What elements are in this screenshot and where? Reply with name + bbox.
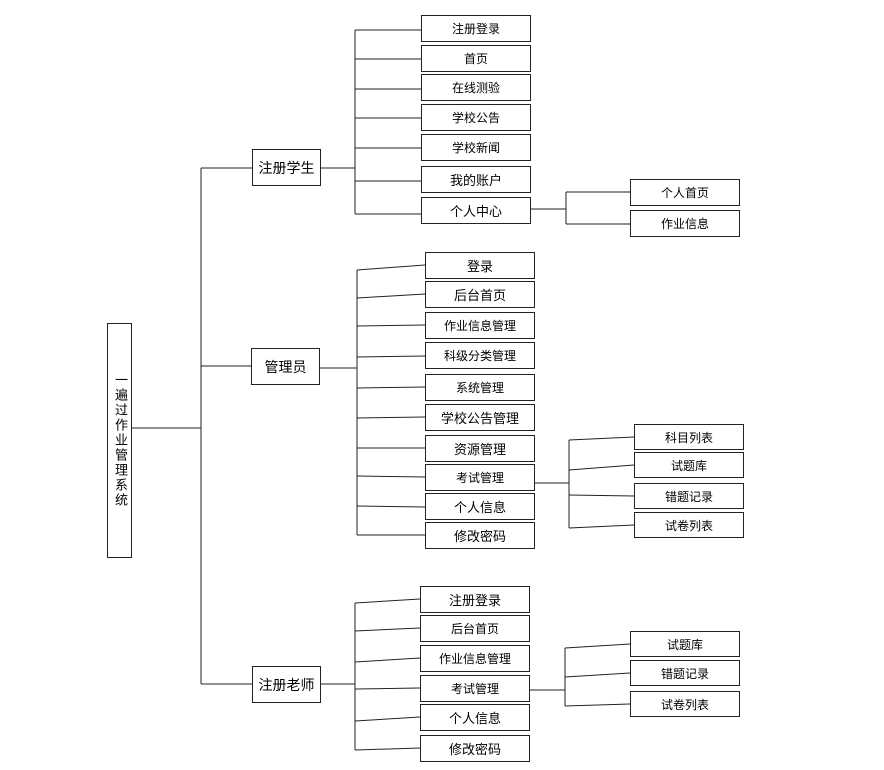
teacher-sub-item: 错题记录 bbox=[630, 660, 740, 686]
teacher-item: 后台首页 bbox=[420, 615, 530, 642]
student-item: 首页 bbox=[421, 45, 531, 72]
role-node-admin: 管理员 bbox=[251, 348, 320, 385]
root-node: 一遍过作业管理系统 bbox=[107, 323, 132, 558]
student-item: 个人中心 bbox=[421, 197, 531, 224]
admin-item: 科级分类管理 bbox=[425, 342, 535, 369]
admin-item: 修改密码 bbox=[425, 522, 535, 549]
teacher-item: 修改密码 bbox=[420, 735, 530, 762]
admin-item: 系统管理 bbox=[425, 374, 535, 401]
role-node-student: 注册学生 bbox=[252, 149, 321, 186]
teacher-item: 作业信息管理 bbox=[420, 645, 530, 672]
teacher-sub-item: 试题库 bbox=[630, 631, 740, 657]
teacher-item: 注册登录 bbox=[420, 586, 530, 613]
admin-sub-item: 科目列表 bbox=[634, 424, 744, 450]
admin-sub-item: 试题库 bbox=[634, 452, 744, 478]
student-sub-item: 作业信息 bbox=[630, 210, 740, 237]
admin-sub-item: 错题记录 bbox=[634, 483, 744, 509]
admin-item: 学校公告管理 bbox=[425, 404, 535, 431]
admin-item: 考试管理 bbox=[425, 464, 535, 491]
student-item: 我的账户 bbox=[421, 166, 531, 193]
admin-item: 后台首页 bbox=[425, 281, 535, 308]
role-node-teacher: 注册老师 bbox=[252, 666, 321, 703]
admin-item: 登录 bbox=[425, 252, 535, 279]
student-item: 学校新闻 bbox=[421, 134, 531, 161]
teacher-item: 考试管理 bbox=[420, 675, 530, 702]
admin-item: 个人信息 bbox=[425, 493, 535, 520]
admin-sub-item: 试卷列表 bbox=[634, 512, 744, 538]
teacher-sub-item: 试卷列表 bbox=[630, 691, 740, 717]
student-sub-item: 个人首页 bbox=[630, 179, 740, 206]
admin-item: 作业信息管理 bbox=[425, 312, 535, 339]
teacher-item: 个人信息 bbox=[420, 704, 530, 731]
admin-item: 资源管理 bbox=[425, 435, 535, 462]
student-item: 注册登录 bbox=[421, 15, 531, 42]
student-item: 学校公告 bbox=[421, 104, 531, 131]
student-item: 在线测验 bbox=[421, 74, 531, 101]
